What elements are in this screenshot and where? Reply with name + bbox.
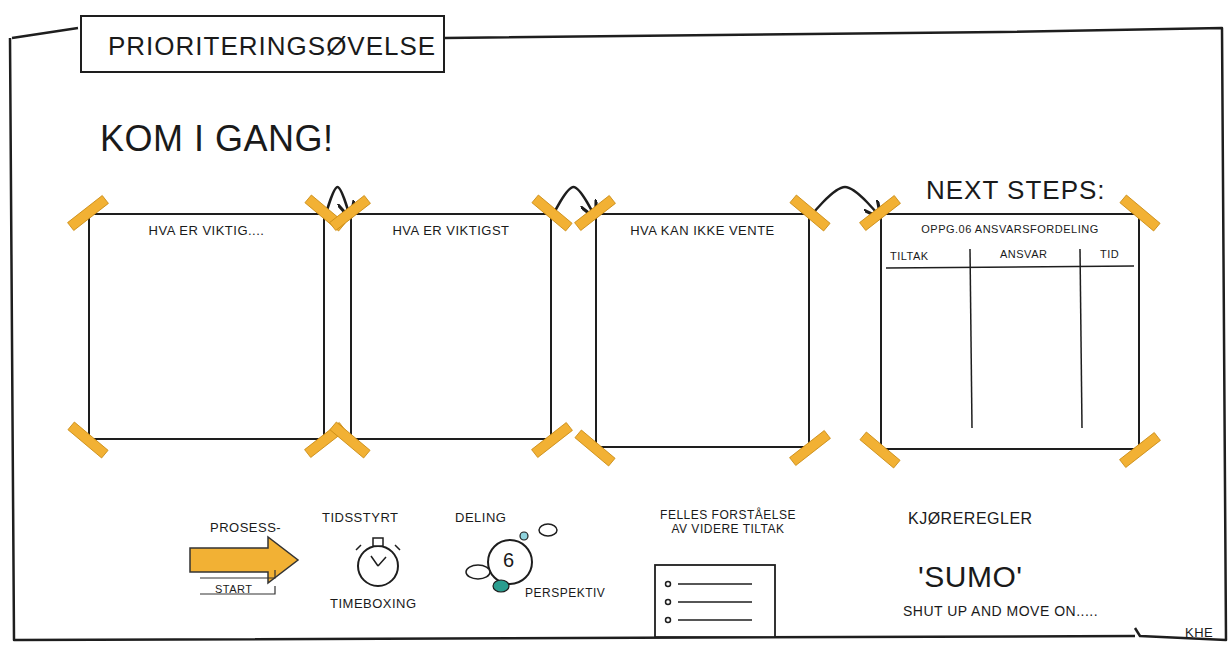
tape-strip xyxy=(330,422,370,458)
tape-strip xyxy=(305,423,346,458)
sketch-frame xyxy=(10,28,1226,640)
stopwatch-hands xyxy=(356,545,400,566)
note-label: TILTAK xyxy=(890,250,929,262)
note-label: PROSESS- xyxy=(210,520,281,535)
tape-strip xyxy=(860,432,900,468)
node-heading: NEXT STEPS: xyxy=(926,175,1106,206)
flow-arrow xyxy=(325,187,350,217)
node-text: HVA ER VIKTIGST xyxy=(352,215,550,238)
perspective-blob xyxy=(520,532,528,540)
table-rule xyxy=(1080,249,1082,428)
taped-paper: HVA ER VIKTIG.... xyxy=(88,213,325,440)
perspective-blob xyxy=(539,524,557,536)
note-label: DELING xyxy=(455,510,506,525)
table-rule xyxy=(970,249,972,428)
note-label: START xyxy=(215,583,253,595)
title-text: PRIORITERINGSØVELSE xyxy=(108,31,436,61)
note-label: FELLES FORSTÅELSE AV VIDERE TILTAK xyxy=(652,508,804,536)
tape-strip xyxy=(1120,433,1161,468)
process-arrow xyxy=(190,537,298,583)
list-lines xyxy=(666,582,753,623)
arrow-outline xyxy=(200,570,275,594)
tape-strip xyxy=(532,195,572,231)
stopwatch-knob xyxy=(373,538,383,546)
note-label: 'SUMO' xyxy=(918,560,1022,594)
note-label: KJØREREGLER xyxy=(908,510,1033,528)
tape-strip xyxy=(790,431,831,466)
tape-strip xyxy=(575,430,615,466)
node-text: HVA KAN IKKE VENTE xyxy=(597,215,808,238)
tape-strip xyxy=(790,195,830,231)
list-symbol xyxy=(655,565,775,637)
title-box: PRIORITERINGSØVELSE xyxy=(80,15,445,73)
tape-strip xyxy=(860,196,901,231)
note-label: TIMEBOXING xyxy=(330,596,417,611)
table-lines xyxy=(886,249,1134,428)
perspective-blob xyxy=(493,580,509,592)
taped-paper: HVA KAN IKKE VENTE xyxy=(595,213,810,448)
table-rule xyxy=(886,266,1134,268)
note-label: KHE xyxy=(1185,625,1213,640)
flow-arrow xyxy=(810,187,880,217)
note-label: SHUT UP AND MOVE ON..... xyxy=(903,603,1098,619)
flow-arrow xyxy=(552,187,595,217)
note-label: TIDSSTYRT xyxy=(322,510,399,525)
tape-strip xyxy=(532,423,573,458)
tape-strip xyxy=(575,196,616,231)
node-text: OPPG.06 ANSVARSFORDELING xyxy=(882,215,1138,235)
tape-strip xyxy=(330,196,371,231)
tape-strip xyxy=(68,196,109,231)
tape-strip xyxy=(1120,195,1160,231)
taped-paper: HVA ER VIKTIGST xyxy=(350,213,552,440)
note-label: PERSPEKTIV xyxy=(525,586,605,600)
sharing-symbol xyxy=(488,540,532,584)
perspective-blob xyxy=(466,565,490,579)
note-label: ANSVAR xyxy=(1000,248,1047,260)
tape-strip xyxy=(68,422,108,458)
note-label: KOM I GANG! xyxy=(100,118,334,160)
note-label: 6 xyxy=(503,549,515,572)
tape-strip xyxy=(305,195,345,231)
node-text: HVA ER VIKTIG.... xyxy=(90,215,323,238)
note-label: TID xyxy=(1100,248,1119,260)
